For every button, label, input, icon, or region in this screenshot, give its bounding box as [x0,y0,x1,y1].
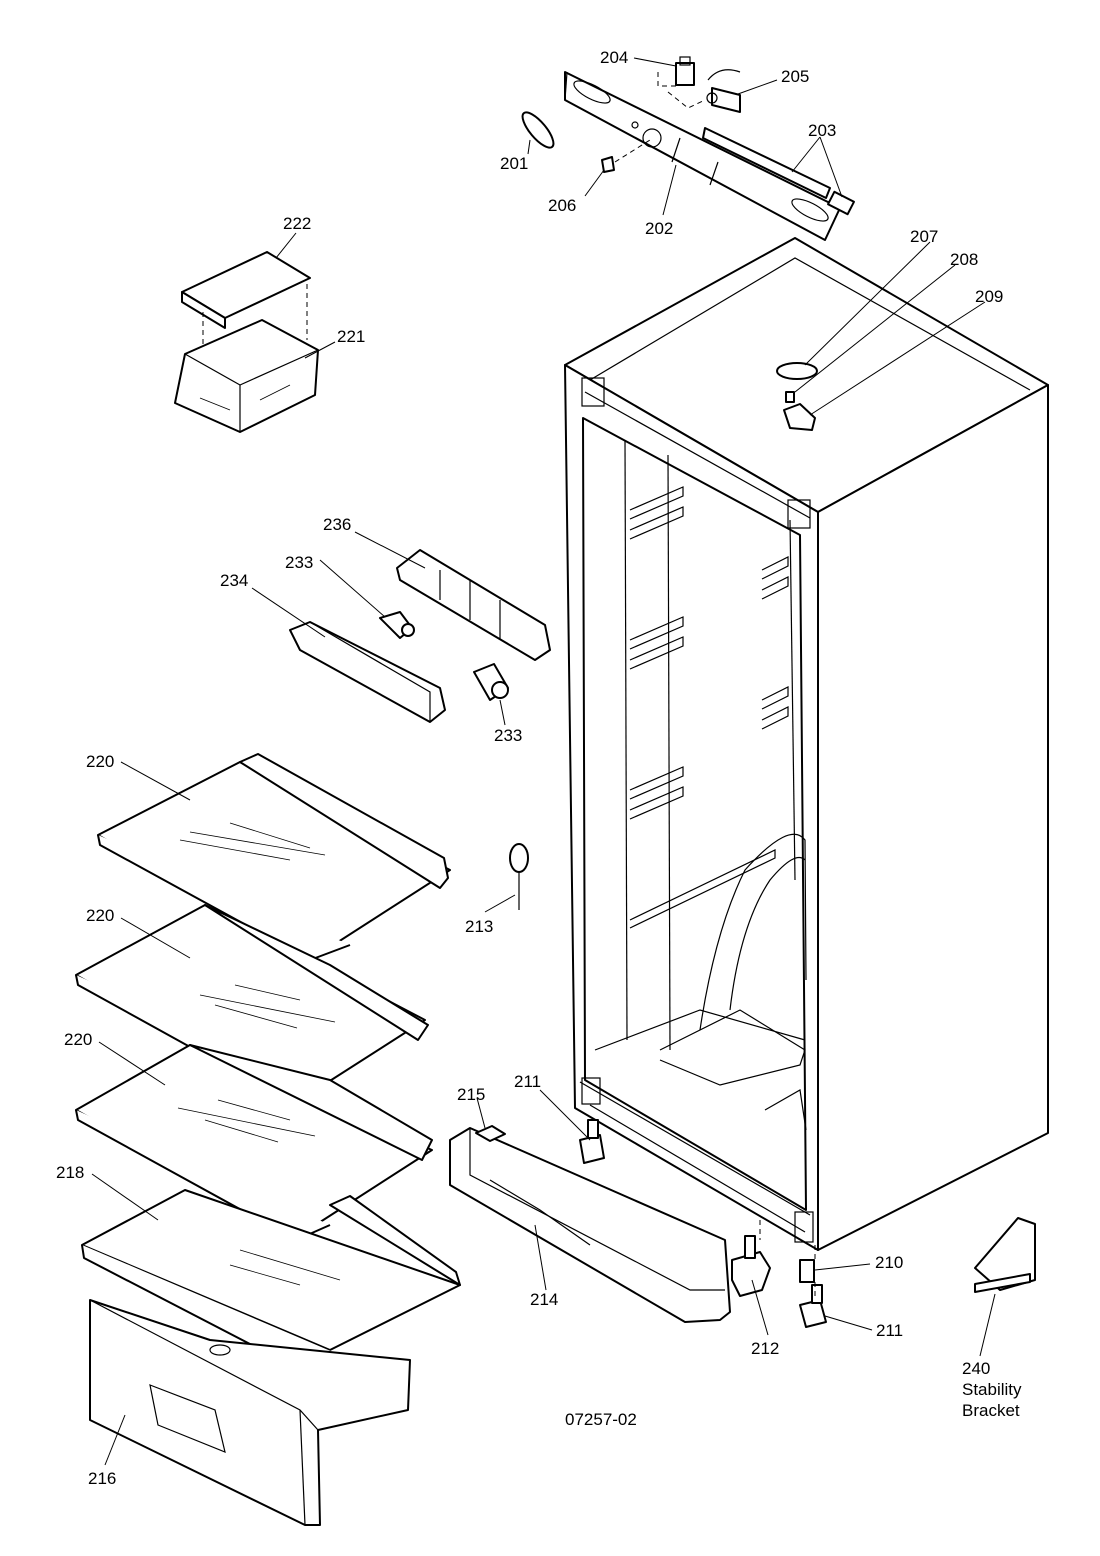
light-housing-236 [396,549,551,661]
callout-210: 210 [875,1253,903,1272]
bulb-233-bottom [473,663,509,701]
part-215 [475,1125,506,1142]
leveler-211-right [799,1284,827,1328]
toe-grille-214 [449,1127,731,1323]
callout-206: 206 [548,196,576,215]
callout-220-middle: 220 [86,906,114,925]
crisper-drawer-216 [89,1299,411,1526]
leader-lines [91,57,996,1466]
callout-214: 214 [530,1290,558,1309]
callout-204: 204 [600,48,628,67]
shelf-220-top [97,753,451,961]
callout-211-left: 211 [514,1072,541,1091]
callout-202: 202 [645,219,673,238]
lens-201 [521,111,555,149]
hinge-208-209 [783,391,816,431]
callout-221: 221 [337,327,365,346]
hinge-212 [731,1235,771,1297]
light-cover-234 [289,621,446,723]
callout-233-bottom: 233 [494,726,522,745]
cabinet [564,237,1049,1251]
callout-208: 208 [950,250,978,269]
callout-216: 216 [88,1469,116,1488]
callout-203: 203 [808,121,836,140]
switch-204 [675,56,695,86]
callout-234: 234 [220,571,248,590]
knob-206 [601,156,615,173]
callout-215: 215 [457,1085,485,1104]
callout-233-top: 233 [285,553,313,572]
part-207 [776,362,818,380]
drawing-number: 07257-02 [565,1410,637,1429]
stability-bracket-240 [974,1217,1036,1293]
control-housing-202 [564,71,841,241]
shim-210 [799,1259,815,1283]
callout-240: 240 [962,1359,990,1378]
callout-213: 213 [465,917,493,936]
bulb-233-top [379,611,415,639]
leveler-211-left [579,1119,605,1164]
thermostat-205 [706,69,741,113]
diffuser-203 [702,127,855,216]
callout-218: 218 [56,1163,84,1182]
callout-209: 209 [975,287,1003,306]
callout-222: 222 [283,214,311,233]
stability-bracket-label-line1: Stability [962,1380,1022,1399]
ice-bin-221 [174,251,319,433]
callout-220-bottom: 220 [64,1030,92,1049]
callout-212: 212 [751,1339,779,1358]
callout-236: 236 [323,515,351,534]
callout-211-right: 211 [876,1321,903,1340]
callout-205: 205 [781,67,809,86]
bulb-213 [509,843,529,910]
callout-201: 201 [500,154,528,173]
callout-220-top: 220 [86,752,114,771]
shelf-220-bottom [75,1044,433,1241]
stability-bracket-label-line2: Bracket [962,1401,1020,1420]
callout-207: 207 [910,227,938,246]
